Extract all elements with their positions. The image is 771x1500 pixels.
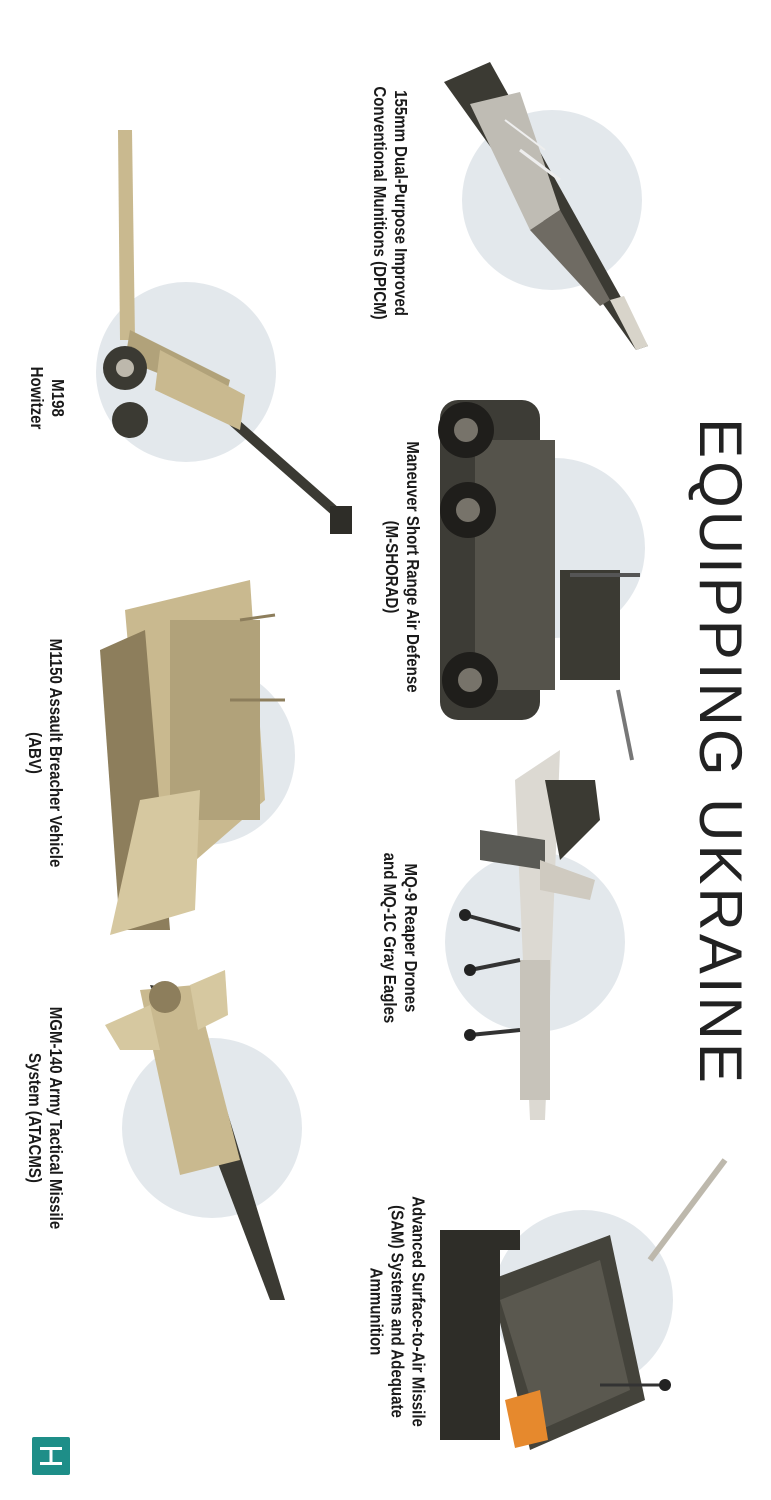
reaper-drone-icon [459,750,600,1120]
label-m1150: M1150 Assault Breacher Vehicle(ABV) [25,638,66,868]
breacher-vehicle-icon [100,580,285,935]
brand-logo [32,1437,70,1475]
howitzer-icon [103,130,352,534]
label-m-shorad: Maneuver Short Range Air Defense(M-SHORA… [382,441,423,693]
air-defense-vehicle-icon [438,400,640,761]
heritage-h-icon [40,1447,62,1465]
label-sam: Advanced Surface-to-Air Missile(SAM) Sys… [366,1196,429,1427]
artillery-shell-icon [444,62,648,350]
atacms-missile-icon [105,970,285,1300]
sam-launcher-icon [440,1158,728,1450]
